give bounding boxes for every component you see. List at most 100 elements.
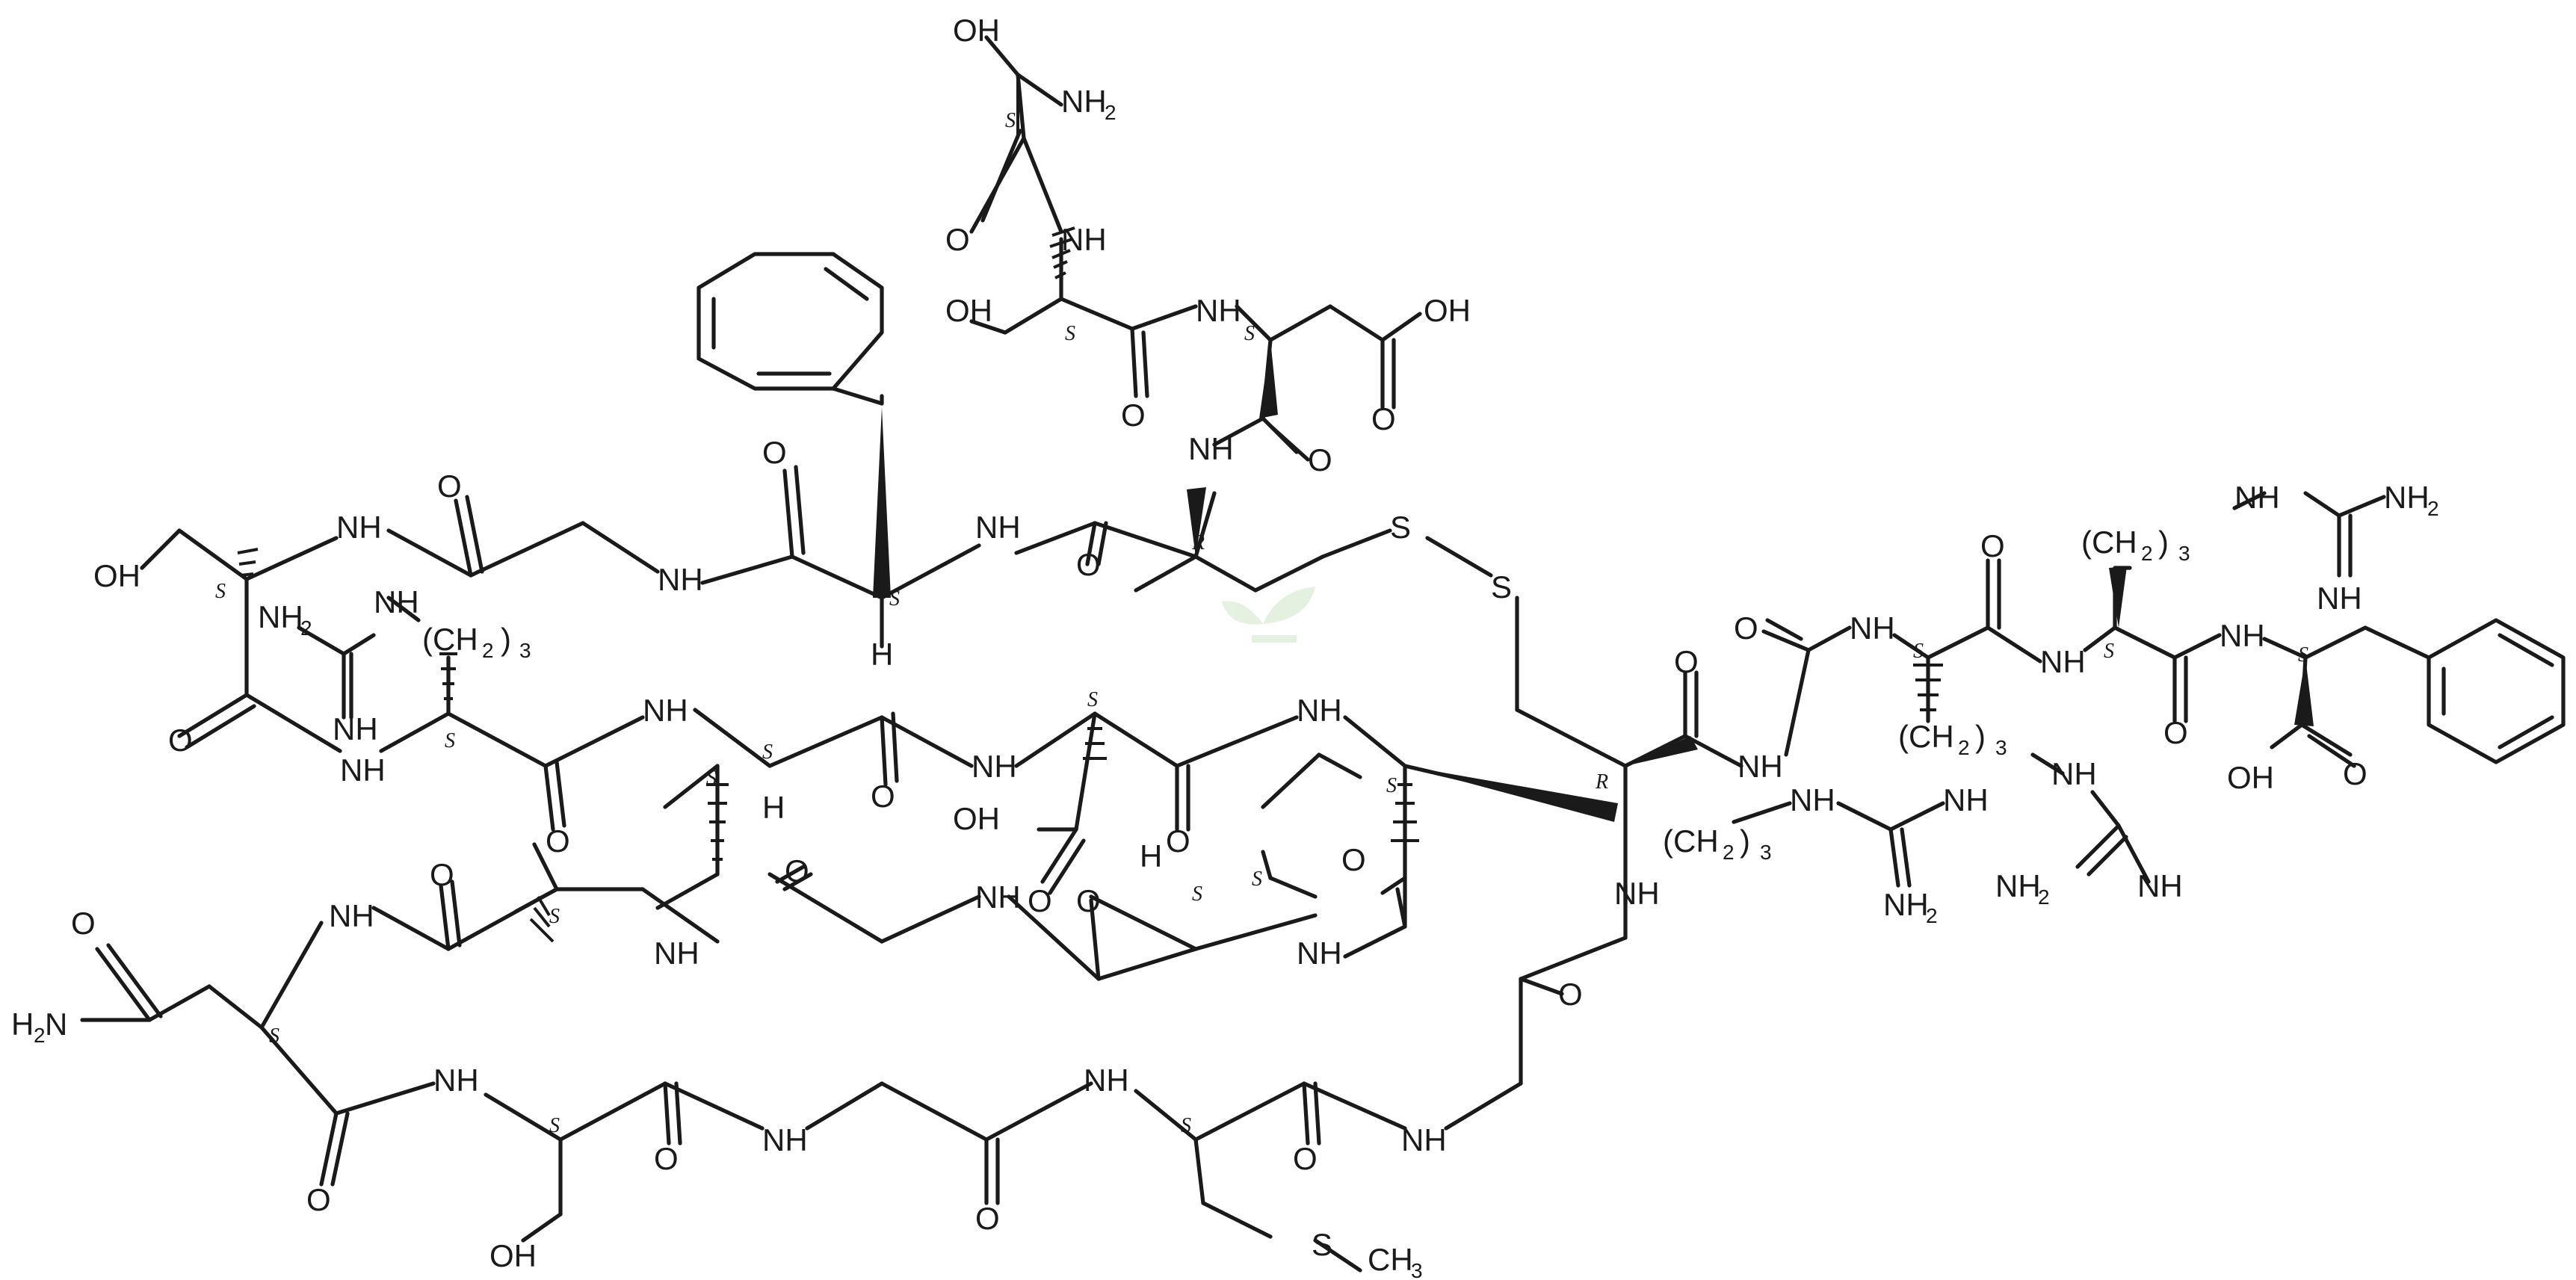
atom-oxygen: O (1674, 644, 1699, 679)
stereo-label: S (549, 1114, 560, 1137)
atom-amide-nh: NH (1401, 1122, 1447, 1157)
atom-oxygen: O (1121, 398, 1146, 433)
atom-amide-nh: NH (975, 879, 1021, 915)
group-ch2-subscript: 2 (2141, 542, 2153, 565)
atom-amide-nh: NH (2040, 644, 2086, 679)
stereo-label: S (889, 587, 900, 610)
atom-amide-nh: NH (1614, 876, 1660, 911)
atom-amine-subscript: 2 (2427, 497, 2439, 520)
atom-oxygen: O (2343, 756, 2367, 791)
atom-sulfur: S (1390, 510, 1411, 545)
stereo-label: S (549, 905, 560, 928)
atom-oxygen: O (1558, 977, 1583, 1012)
atom-amide-nh: NH (2051, 756, 2097, 791)
atom-amine-subscript: 2 (2038, 885, 2050, 909)
stereo-label: S (762, 741, 773, 764)
atom-hydroxyl: OH (489, 1238, 537, 1273)
atom-amide-nh: NH (1850, 610, 1895, 646)
atom-amine: NH (2384, 480, 2430, 515)
atom-amide-nh: NH (1084, 1063, 1129, 1098)
atom-amide-nh: NH (433, 1063, 479, 1098)
atom-sulfur: S (1491, 569, 1512, 605)
atom-amide-nh: NH (2234, 480, 2280, 515)
atom-amide-nh: NH (654, 936, 699, 971)
stereo-label: S (1192, 882, 1202, 906)
atom-oxygen: O (1076, 547, 1101, 582)
atom-amide-nh: NH (972, 749, 1017, 784)
stereo-label: S (1252, 868, 1262, 891)
atom-amide-nh: NH (1196, 293, 1241, 328)
atom-hydrogen: H (871, 637, 893, 672)
atom-oxygen: O (306, 1182, 331, 1217)
atom-amide-nh: NH (658, 562, 703, 597)
atom-amide-nh: NH (762, 1122, 808, 1157)
atom-hydroxyl: OH (2227, 760, 2274, 795)
atom-oxygen: O (1028, 883, 1052, 918)
atom-amide-nh: NH (1297, 936, 1342, 971)
atom-oxygen: O (1980, 528, 2005, 563)
atom-oxygen: O (1734, 610, 1758, 646)
stereo-label: S (1005, 109, 1016, 132)
stereo-label: R (1595, 770, 1608, 794)
stereo-label: S (706, 767, 717, 790)
stereo-label: S (269, 1024, 279, 1048)
atom-labels: OH NH 2 S O NH OH S O NH S OH O NH O R S… (11, 13, 2439, 1280)
stereo-label: S (215, 580, 226, 603)
atom-amide-nh: NH (2220, 618, 2265, 653)
group-ch2-open: (CH (1663, 823, 1719, 859)
atom-amide-nh: NH (340, 752, 386, 788)
atom-amide-nh: NH (333, 711, 378, 746)
stereo-label: R (1191, 531, 1205, 554)
atom-methyl: CH (1368, 1242, 1413, 1277)
atom-oxygen: O (871, 779, 895, 814)
stereo-bonds (237, 75, 2314, 943)
stereo-label: S (1913, 640, 1924, 663)
atom-oxygen: O (546, 823, 570, 859)
atom-amine: NH (1061, 84, 1107, 119)
atom-amide-nh: NH (2137, 868, 2183, 903)
stereo-label: S (2298, 643, 2308, 667)
atom-amine-subscript: 2 (300, 616, 312, 640)
atom-oxygen: O (945, 222, 970, 257)
group-ch2-subscript: 2 (1958, 736, 1970, 759)
group-ch2-open: (CH (422, 622, 478, 657)
atom-oxygen: O (2163, 715, 2188, 750)
atom-oxygen: O (1308, 442, 1332, 477)
atom-amide-nh: NH (643, 693, 688, 728)
atom-amine-n: N (45, 1007, 67, 1042)
atom-hydrogen: H (762, 790, 785, 825)
atom-amide-nh: NH (374, 584, 419, 619)
group-ch2-subscript: 2 (1723, 841, 1735, 864)
atom-amide-nh: NH (1188, 431, 1234, 466)
group-ch2-close: ) (2158, 525, 2169, 560)
watermark-logo (1222, 587, 1315, 643)
group-ch2-close: ) (1975, 719, 1986, 754)
atom-amine: NH (258, 599, 303, 634)
atom-amide-nh: NH (1790, 782, 1835, 817)
atom-oxygen: O (430, 857, 454, 892)
atom-sulfur: S (1312, 1227, 1332, 1262)
group-ch2-count: 3 (1995, 736, 2007, 759)
atom-oxygen: O (975, 1201, 1000, 1236)
bond-skeleton (80, 35, 2566, 1273)
group-ch2-open: (CH (2081, 525, 2137, 560)
stereo-label: S (1065, 322, 1075, 345)
atom-amide-nh: NH (1061, 222, 1107, 257)
atom-amide-nh: NH (336, 510, 382, 545)
atom-oxygen: O (1166, 823, 1190, 859)
atom-oxygen: O (762, 435, 787, 470)
atom-oxygen: O (437, 469, 462, 504)
group-ch2-count: 3 (519, 639, 531, 662)
atom-oxygen: O (1076, 883, 1101, 918)
atom-amine-h: H (11, 1007, 34, 1042)
stereo-label: S (2104, 640, 2114, 663)
atom-hydroxyl: OH (1424, 293, 1471, 328)
atom-amine: NH (1995, 868, 2041, 903)
atom-oxygen: O (168, 723, 193, 758)
atom-hydroxyl: OH (93, 558, 140, 593)
stereo-label: S (445, 729, 455, 752)
atom-hydroxyl: OH (945, 293, 992, 328)
atom-oxygen: O (654, 1141, 679, 1176)
